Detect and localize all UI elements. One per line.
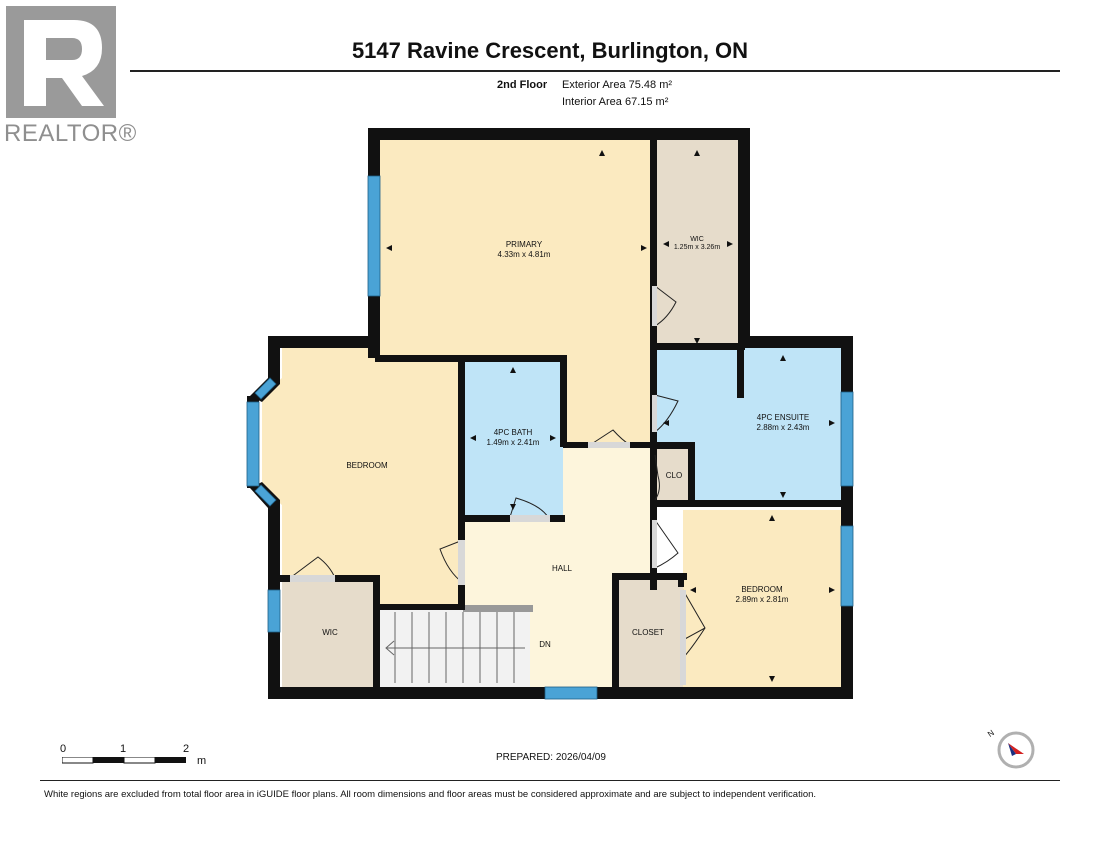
room-wic-primary (655, 140, 740, 345)
scale-tick-2: 2 (183, 743, 190, 755)
floor-label: 2nd Floor (497, 79, 548, 91)
stairs-direction: DN (539, 640, 551, 649)
room-name: WIC (690, 236, 704, 243)
stairs-label: DN (530, 640, 560, 650)
room-name: 4PC BATH (493, 428, 533, 437)
dimension-arrows (386, 150, 835, 682)
room-label-wic-primary: WIC 1.25m x 3.26m (667, 236, 727, 252)
header-divider (130, 70, 1060, 72)
room-label-bedroom-left: BEDROOM (327, 461, 407, 471)
stair-railing (463, 605, 533, 612)
room-label-clo: CLO (657, 471, 691, 481)
room-label-wic-left: WIC (305, 628, 355, 638)
room-name: PRIMARY (505, 240, 543, 249)
scale-tick-0: 0 (60, 743, 67, 755)
room-label-bath: 4PC BATH 1.49m x 2.41m (473, 428, 553, 448)
room-name: 4PC ENSUITE (756, 413, 810, 422)
scale-bar (62, 757, 186, 764)
room-name: BEDROOM (346, 461, 388, 470)
room-dimensions: 2.88m x 2.43m (756, 423, 810, 432)
room-label-ensuite: 4PC ENSUITE 2.88m x 2.43m (733, 413, 833, 433)
room-clo (655, 445, 693, 503)
room-name: WIC (322, 628, 338, 637)
room-label-closet: CLOSET (620, 628, 676, 638)
room-label-bedroom-right: BEDROOM 2.89m x 2.81m (712, 585, 812, 605)
realtor-logo-text: REALTOR® (4, 120, 137, 147)
scale-tick-1: 1 (120, 743, 127, 755)
footer-disclaimer: White regions are excluded from total fl… (44, 789, 817, 800)
room-dimensions: 2.89m x 2.81m (735, 595, 789, 604)
page-title: 5147 Ravine Crescent, Burlington, ON (351, 38, 749, 63)
windows (246, 175, 854, 700)
room-bedroom-right (683, 510, 841, 687)
interior-area: Interior Area 67.15 m² (562, 96, 669, 108)
room-bedroom-left (262, 348, 463, 608)
compass-icon (997, 731, 1035, 769)
realtor-r-logo (6, 6, 116, 118)
prepared-date: PREPARED: 2026/04/09 (496, 752, 606, 763)
room-label-hall: HALL (542, 564, 582, 574)
room-closet (615, 578, 683, 687)
door-openings (290, 286, 686, 685)
room-dimensions: 4.33m x 4.81m (497, 250, 551, 259)
room-dimensions: 1.25m x 3.26m (673, 244, 721, 251)
room-dimensions: 1.49m x 2.41m (486, 438, 540, 447)
room-name: CLO (665, 471, 683, 480)
room-name: HALL (551, 564, 572, 573)
stairs (385, 612, 525, 683)
room-name: BEDROOM (741, 585, 783, 594)
room-name: CLOSET (631, 628, 664, 637)
scale-unit: m (197, 755, 207, 767)
room-wic-left (282, 578, 378, 687)
room-label-primary: PRIMARY 4.33m x 4.81m (474, 240, 574, 260)
room-bath (463, 360, 563, 517)
exterior-area: Exterior Area 75.48 m² (562, 79, 673, 91)
footer-divider (40, 780, 1060, 781)
